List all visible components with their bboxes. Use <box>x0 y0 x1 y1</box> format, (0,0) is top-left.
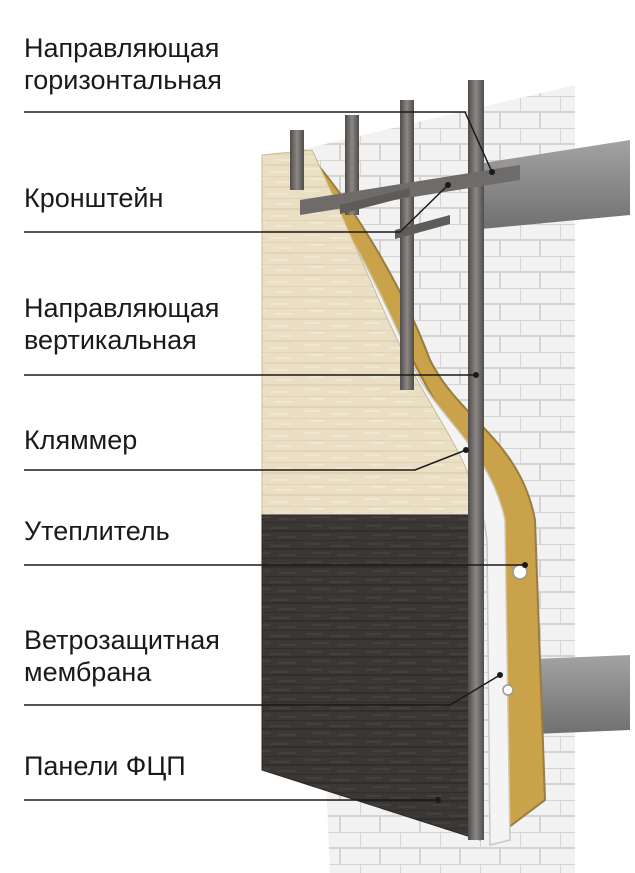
label-line: мембрана <box>24 657 152 687</box>
vertical-guide-3 <box>400 100 414 390</box>
leader-dot <box>463 447 469 453</box>
leader-dots <box>435 169 528 803</box>
floor-slab-top <box>470 140 630 230</box>
leader-line-bracket <box>24 184 449 233</box>
label-line: Утеплитель <box>24 516 170 546</box>
leader-lines <box>24 111 525 801</box>
label-line: Ветрозащитная <box>24 625 220 655</box>
leader-dot <box>497 672 503 678</box>
label-bracket: Кронштейн <box>24 182 163 214</box>
bracket-1 <box>340 188 410 214</box>
label-horizontal-guide: Направляющая горизонтальная <box>24 32 222 96</box>
label-vertical-guide: Направляющая вертикальная <box>24 292 219 356</box>
leader-dot <box>522 562 528 568</box>
label-line: Панели ФЦП <box>24 751 186 781</box>
leader-line-clammer <box>24 449 467 471</box>
leader-line-membrane <box>24 674 501 706</box>
label-wind-membrane: Ветрозащитная мембрана <box>24 624 220 688</box>
label-line: Направляющая <box>24 33 220 63</box>
label-line: Направляющая <box>24 293 220 323</box>
membrane-fastener <box>502 684 514 696</box>
label-line: вертикальная <box>24 325 197 355</box>
label-line: горизонтальная <box>24 65 222 95</box>
bracket-2 <box>395 215 450 239</box>
label-insulation: Утеплитель <box>24 515 170 547</box>
vertical-guide-2 <box>345 115 359 215</box>
leader-line-horizontal-guide <box>24 111 493 173</box>
label-line: Кляммер <box>24 425 138 455</box>
label-clammer: Кляммер <box>24 424 137 456</box>
vertical-guide-1 <box>290 130 304 190</box>
label-fcp-panels: Панели ФЦП <box>24 750 186 782</box>
leader-dot <box>435 797 441 803</box>
leader-dot <box>445 182 451 188</box>
leader-dot <box>489 169 495 175</box>
panel-dark <box>261 514 481 841</box>
leader-dot <box>473 372 479 378</box>
label-line: Кронштейн <box>24 183 164 213</box>
vertical-guide-4 <box>468 80 484 840</box>
